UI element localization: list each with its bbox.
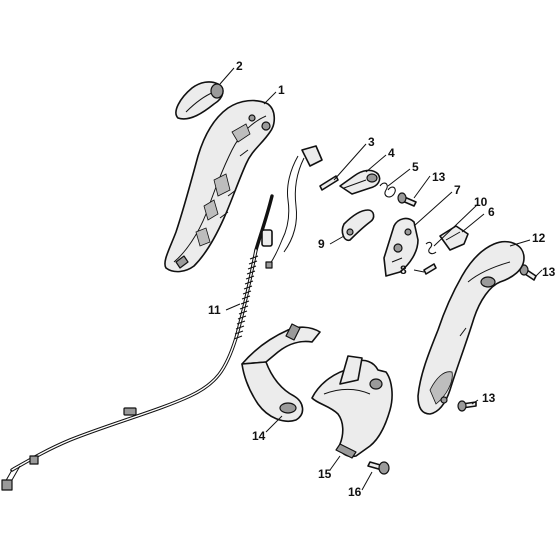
part-5-spring (379, 182, 396, 198)
part-6-latch (439, 225, 469, 251)
callout-12: 12 (532, 231, 546, 245)
callout-5: 5 (412, 160, 419, 174)
callout-9: 9 (318, 237, 325, 251)
leader-lines (219, 67, 543, 491)
part-11-throttle-cable (1, 194, 274, 491)
part-13-screw-a (397, 192, 417, 207)
callout-13c: 13 (482, 391, 496, 405)
callout-2: 2 (236, 59, 243, 73)
callout-3: 3 (368, 135, 375, 149)
callout-4: 4 (388, 146, 395, 160)
part-15-lower-housing (311, 355, 393, 459)
part-7-bracket-plate (383, 217, 419, 277)
part-10-spring (425, 241, 437, 255)
callout-10: 10 (474, 195, 488, 209)
part-4-trigger-lever (339, 169, 381, 195)
callout-16: 16 (348, 485, 362, 499)
part-1-handle-housing (164, 99, 276, 273)
callout-11: 11 (208, 303, 221, 317)
part-3-pin (319, 175, 339, 191)
callout-8: 8 (400, 263, 407, 277)
part-13-screw-b (519, 264, 537, 281)
part-9-lockout-lever (341, 209, 375, 242)
part-2-handle-cap (175, 81, 224, 120)
part-14-guard (241, 323, 321, 422)
callout-labels: 2 1 3 4 5 13 7 10 6 12 13 8 9 11 13 14 1… (208, 59, 556, 499)
callout-7: 7 (454, 183, 461, 197)
callout-6: 6 (488, 205, 495, 219)
part-13-screw-c (457, 400, 477, 412)
part-12-shaft-cover (417, 240, 525, 415)
callout-1: 1 (278, 83, 285, 97)
callout-13a: 13 (432, 170, 446, 184)
part-8-pin (423, 263, 437, 275)
part-16-screw (367, 461, 390, 475)
callout-15: 15 (318, 467, 332, 481)
callout-14: 14 (252, 429, 266, 443)
callout-13b: 13 (542, 265, 556, 279)
switch-wiring (265, 145, 323, 269)
